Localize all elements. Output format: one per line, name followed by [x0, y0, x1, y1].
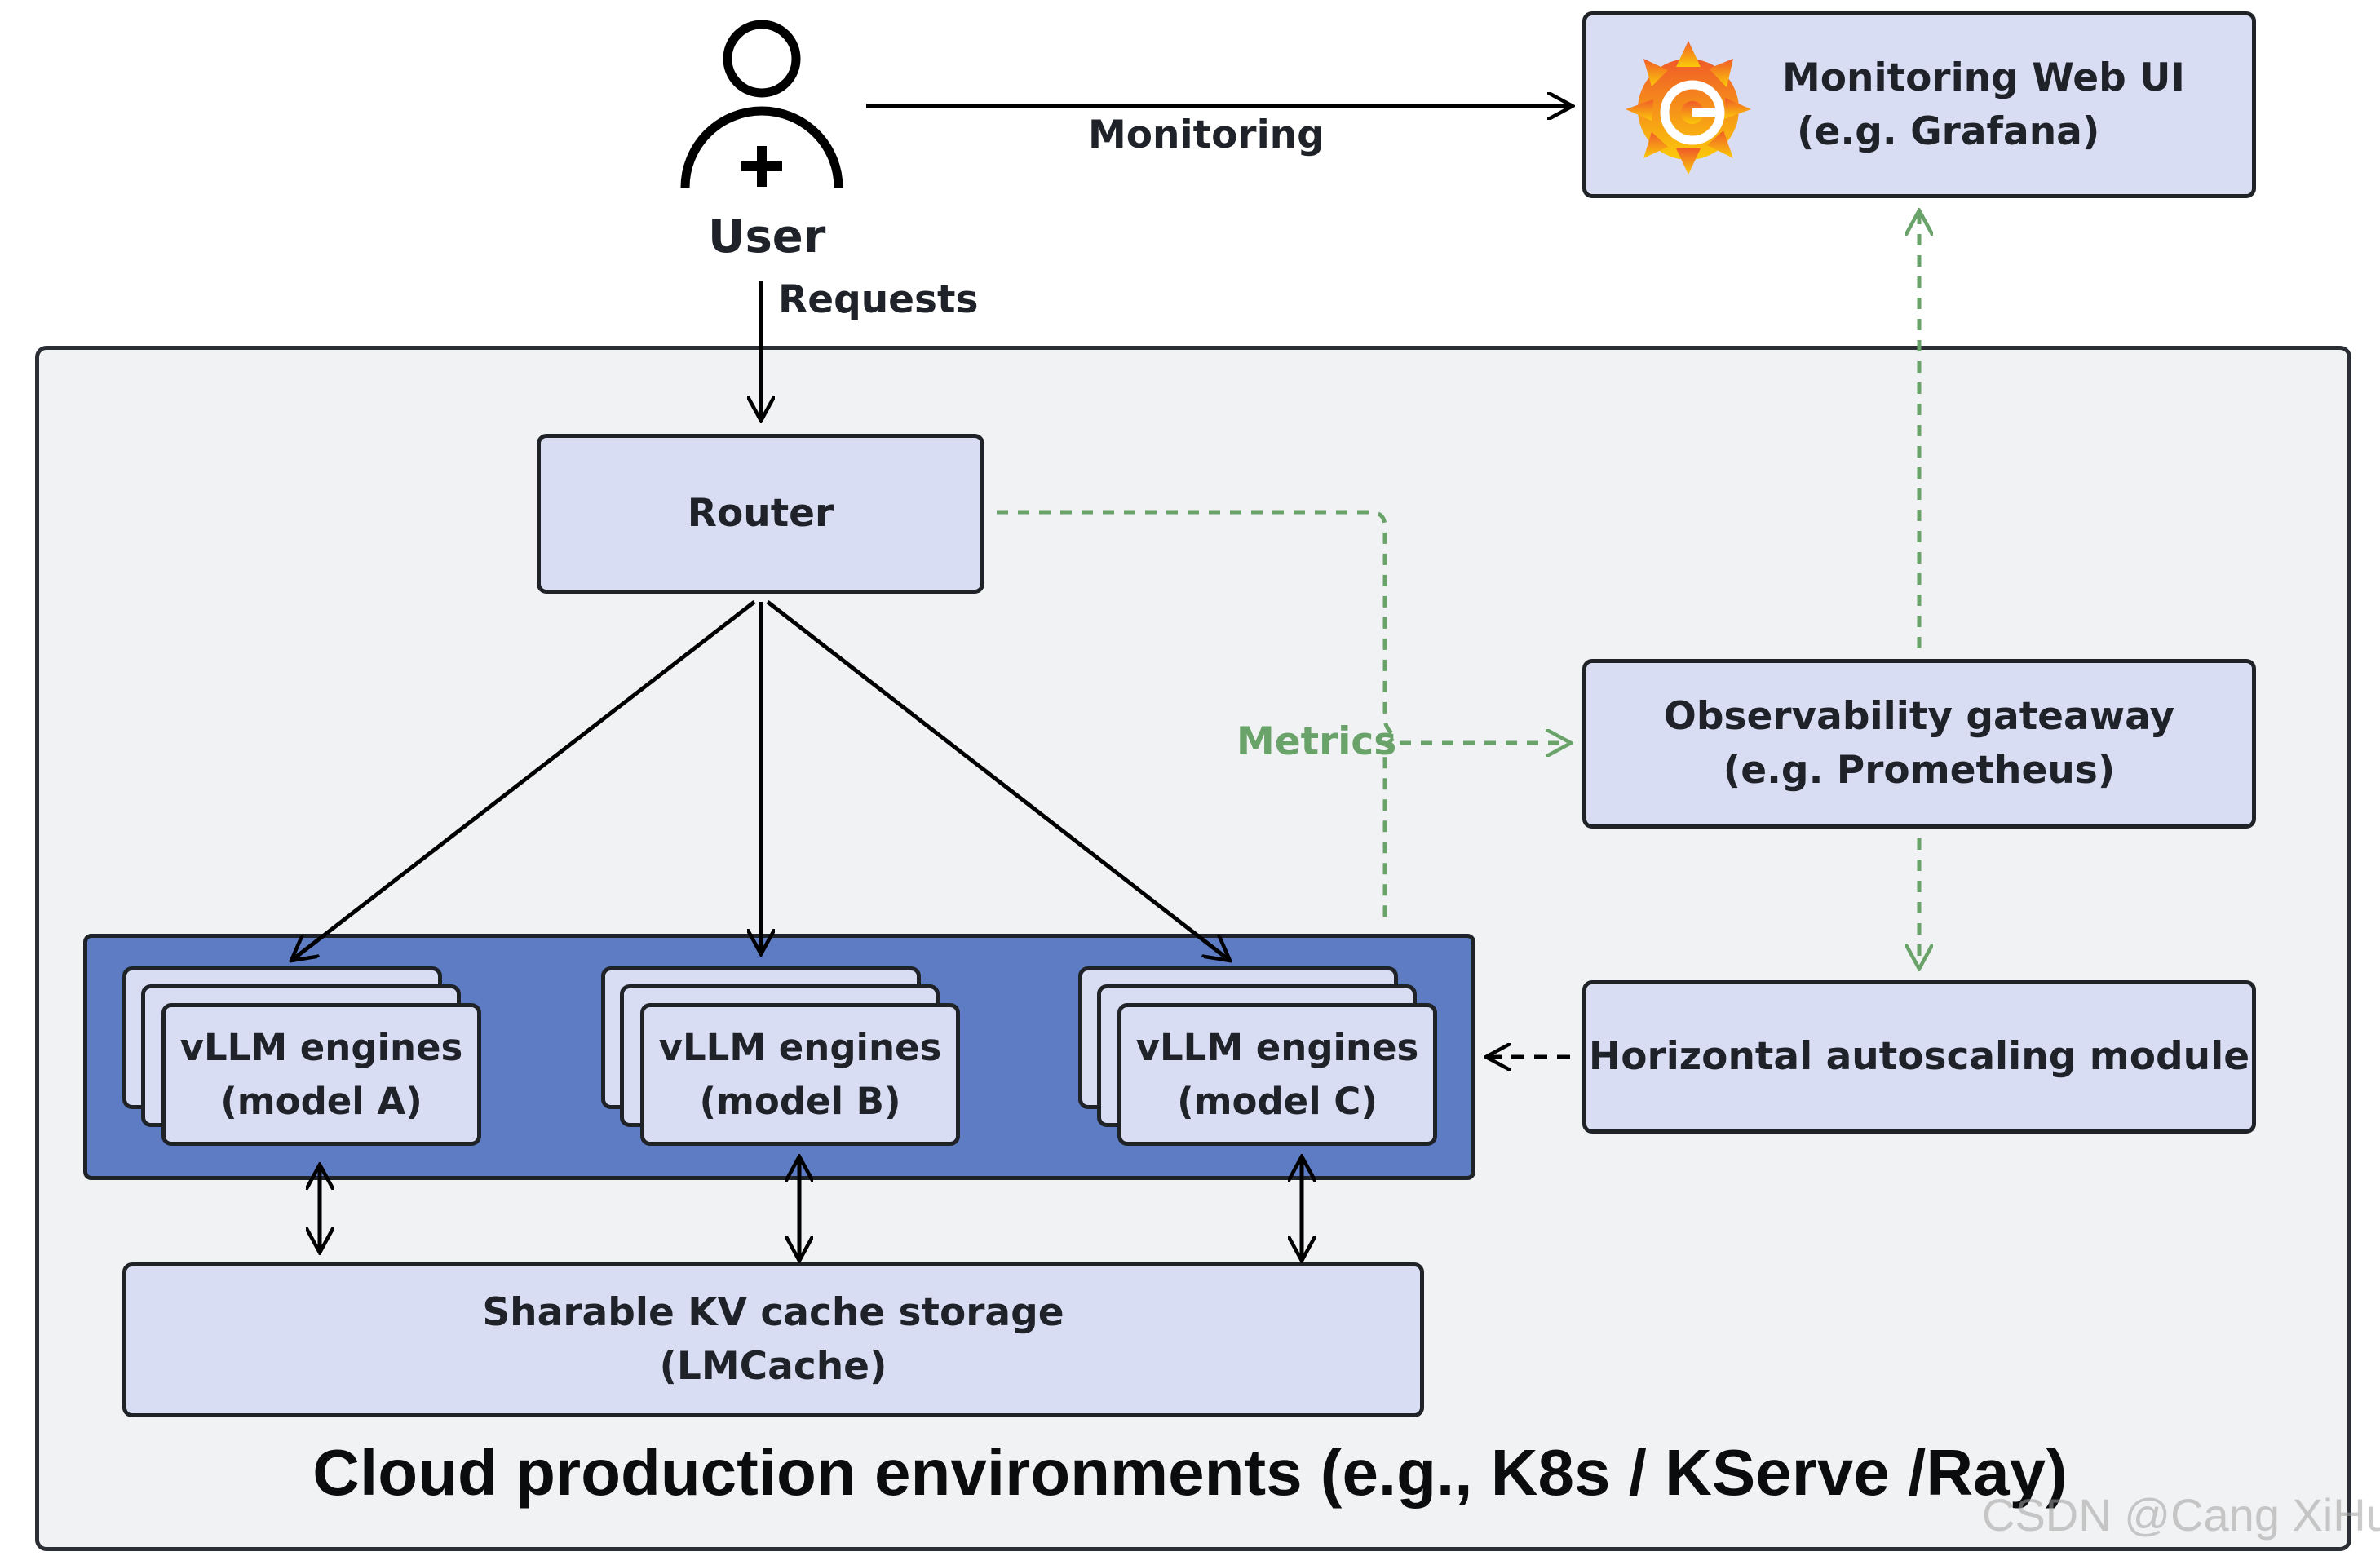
router-label: Router — [687, 491, 834, 537]
engine-c-title: vLLM engines — [1135, 1026, 1419, 1070]
engine-card-model-a: vLLM engines (model A) — [161, 1003, 481, 1146]
grafana-logo-icon — [1626, 41, 1751, 175]
observability-title: Observability gateaway — [1663, 694, 2175, 740]
monitoring-web-ui-box: Monitoring Web UI (e.g. Grafana) — [1582, 11, 2256, 198]
kv-storage-title: Sharable KV cache storage — [482, 1290, 1064, 1336]
monitoring-ui-title: Monitoring Web UI — [1782, 55, 2185, 100]
monitoring-ui-subtitle: (e.g. Grafana) — [1797, 108, 2100, 154]
observability-subtitle: (e.g. Prometheus) — [1723, 748, 2116, 793]
autoscaling-label: Horizontal autoscaling module — [1588, 1034, 2250, 1080]
monitoring-edge-label: Monitoring — [1088, 113, 1325, 157]
engine-card-model-b: vLLM engines (model B) — [640, 1003, 960, 1146]
engine-a-title: vLLM engines — [179, 1026, 463, 1070]
requests-edge-label: Requests — [778, 277, 979, 322]
router-box: Router — [537, 434, 984, 594]
user-add-icon — [680, 20, 843, 192]
engine-card-model-c: vLLM engines (model C) — [1117, 1003, 1437, 1146]
kv-storage-subtitle: (LMCache) — [659, 1344, 887, 1389]
observability-gateway-box: Observability gateaway (e.g. Prometheus) — [1582, 659, 2256, 829]
engine-b-title: vLLM engines — [658, 1026, 942, 1070]
kv-cache-storage-box: Sharable KV cache storage (LMCache) — [122, 1262, 1424, 1417]
watermark: CSDN @Cang XiHui — [1982, 1489, 2380, 1541]
engine-c-model: (model C) — [1177, 1079, 1378, 1123]
engine-a-model: (model A) — [220, 1079, 422, 1123]
autoscaling-module-box: Horizontal autoscaling module — [1582, 980, 2256, 1134]
engine-b-model: (model B) — [699, 1079, 901, 1123]
cloud-environment-title: Cloud production environments (e.g., K8s… — [312, 1436, 2068, 1509]
metrics-edge-label: Metrics — [1236, 719, 1397, 764]
user-label: User — [708, 210, 826, 263]
